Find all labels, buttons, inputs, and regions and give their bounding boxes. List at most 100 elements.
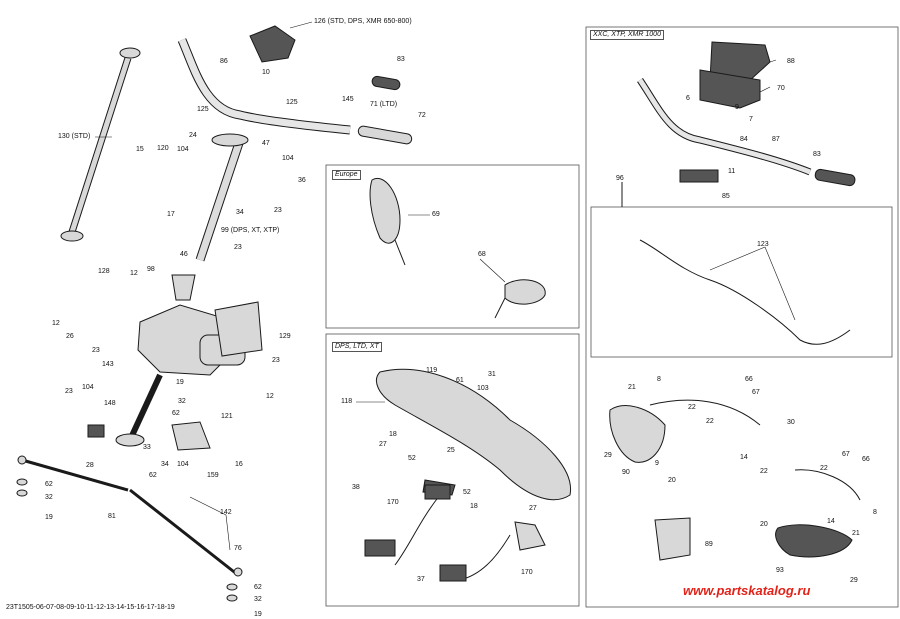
callout-148: 148 xyxy=(104,400,116,407)
callout-125: 125 xyxy=(197,106,209,113)
callout-11: 11 xyxy=(728,168,736,175)
callout-27: 27 xyxy=(529,505,537,512)
handlebar-part xyxy=(177,25,351,135)
callout-104: 104 xyxy=(177,146,189,153)
callout-19: 19 xyxy=(254,611,262,618)
callout-9: 9 xyxy=(735,104,739,111)
callout-86: 86 xyxy=(220,58,228,65)
grip-heated-part xyxy=(357,125,413,145)
callout-32: 32 xyxy=(178,398,186,405)
callout-99: 99 (DPS, XT, XTP) xyxy=(221,227,280,234)
callout-128: 128 xyxy=(98,268,110,275)
callout-170: 170 xyxy=(387,499,399,506)
callout-170: 170 xyxy=(521,569,533,576)
callout-17: 17 xyxy=(167,211,175,218)
callout-123: 123 xyxy=(757,241,769,248)
callout-69: 69 xyxy=(432,211,440,218)
callout-19: 19 xyxy=(176,379,184,386)
callout-32: 32 xyxy=(45,494,53,501)
callout-28: 28 xyxy=(86,462,94,469)
inset-frame-europe xyxy=(325,164,580,329)
tie-rod-part xyxy=(16,455,243,602)
callout-71: 71 (LTD) xyxy=(370,101,398,108)
callout-23: 23 xyxy=(274,207,282,214)
callout-61: 61 xyxy=(456,377,464,384)
callout-18: 18 xyxy=(389,431,397,438)
callout-38: 38 xyxy=(352,484,360,491)
callout-26: 26 xyxy=(66,333,74,340)
callout-67: 67 xyxy=(752,389,760,396)
callout-66: 66 xyxy=(862,456,870,463)
callout-23: 23 xyxy=(234,244,242,251)
callout-27: 27 xyxy=(379,441,387,448)
callout-52: 52 xyxy=(408,455,416,462)
callout-52: 52 xyxy=(463,489,471,496)
callout-88: 88 xyxy=(787,58,795,65)
inset-title-europe: Europe xyxy=(332,170,361,180)
callout-90: 90 xyxy=(622,469,630,476)
callout-8: 8 xyxy=(873,509,877,516)
callout-142: 142 xyxy=(220,509,232,516)
callout-30: 30 xyxy=(787,419,795,426)
grip-part xyxy=(371,75,401,91)
callout-46: 46 xyxy=(180,251,188,258)
callout-125: 125 xyxy=(286,99,298,106)
callout-104: 104 xyxy=(82,384,94,391)
callout-145: 145 xyxy=(342,96,354,103)
xxc-handlebar-part xyxy=(637,41,856,187)
callout-29: 29 xyxy=(850,577,858,584)
callout-159: 159 xyxy=(207,472,219,479)
callout-9: 9 xyxy=(655,460,659,467)
callout-23: 23 xyxy=(272,357,280,364)
callout-47: 47 xyxy=(262,140,270,147)
callout-104: 104 xyxy=(282,155,294,162)
callout-87: 87 xyxy=(772,136,780,143)
callout-23: 23 xyxy=(65,388,73,395)
callout-21: 21 xyxy=(628,384,636,391)
callout-22: 22 xyxy=(820,465,828,472)
callout-98: 98 xyxy=(147,266,155,273)
inset-frame-dps xyxy=(325,333,580,607)
inset-frame-handguards xyxy=(590,206,893,358)
handlebar-pad-part xyxy=(376,368,572,551)
document-code: 23T1505-06-07-08-09-10-11-12-13-14-15-16… xyxy=(6,604,175,611)
callout-76: 76 xyxy=(234,545,242,552)
callout-20: 20 xyxy=(760,521,768,528)
callout-85: 85 xyxy=(722,193,730,200)
callout-62: 62 xyxy=(172,410,180,417)
callout-12: 12 xyxy=(52,320,60,327)
wire-harness-part xyxy=(364,484,511,582)
callout-31: 31 xyxy=(488,371,496,378)
callout-104: 104 xyxy=(177,461,189,468)
callout-68: 68 xyxy=(478,251,486,258)
callout-129: 129 xyxy=(279,333,291,340)
callout-121: 121 xyxy=(221,413,233,420)
callout-14: 14 xyxy=(827,518,835,525)
callout-21: 21 xyxy=(852,530,860,537)
callout-24: 24 xyxy=(189,132,197,139)
callout-34: 34 xyxy=(161,461,169,468)
callout-70: 70 xyxy=(777,85,785,92)
callout-62: 62 xyxy=(45,481,53,488)
callout-83: 83 xyxy=(397,56,405,63)
callout-6: 6 xyxy=(686,95,690,102)
callout-66: 66 xyxy=(745,376,753,383)
inset-title-xxc: XXC, XTP, XMR 1000 xyxy=(590,30,664,40)
callout-84: 84 xyxy=(740,136,748,143)
callout-62: 62 xyxy=(149,472,157,479)
callout-36: 36 xyxy=(298,177,306,184)
callout-23: 23 xyxy=(92,347,100,354)
callout-7: 7 xyxy=(749,116,753,123)
callout-8: 8 xyxy=(657,376,661,383)
callout-119: 119 xyxy=(426,367,438,374)
callout-37: 37 xyxy=(417,576,425,583)
watermark-url[interactable]: www.partskatalog.ru xyxy=(683,583,811,598)
callout-22: 22 xyxy=(706,418,714,425)
callout-72: 72 xyxy=(418,112,426,119)
callout-130: 130 (STD) xyxy=(58,133,91,140)
callout-118: 118 xyxy=(341,398,353,405)
callout-20: 20 xyxy=(668,477,676,484)
callout-93: 93 xyxy=(776,567,784,574)
